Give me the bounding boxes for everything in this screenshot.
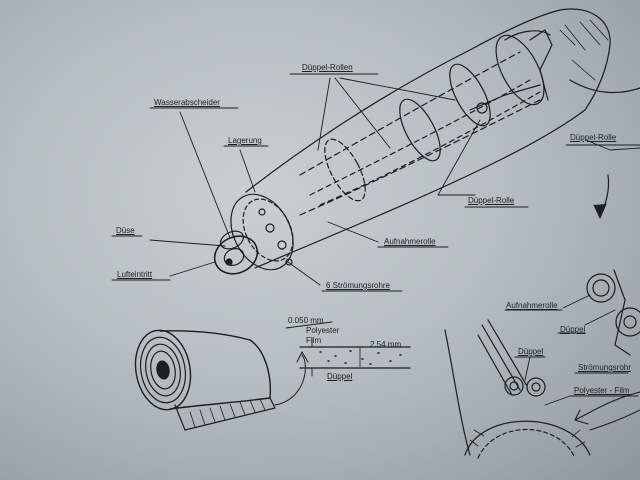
label-stromungsrohre: 6 Strömungsrohre xyxy=(326,281,391,290)
roll-end-2 xyxy=(145,343,181,397)
label-aufnahmerolle: Aufnahmerolle xyxy=(384,237,436,246)
internal-roller-arm xyxy=(469,84,541,111)
film-roll xyxy=(134,329,309,431)
guide-blade-2 xyxy=(487,319,528,387)
flow-tube-2 xyxy=(277,240,287,250)
leader-duppel-rollen-2 xyxy=(334,77,391,149)
body-mid-bottom xyxy=(299,99,541,216)
film-strip-outline xyxy=(174,397,276,431)
big-arrow-head xyxy=(593,203,607,219)
label-duppel-section: Düppel xyxy=(327,372,353,381)
rear-flow-arrow xyxy=(569,79,640,94)
roll-far-end xyxy=(249,339,272,399)
outlet-hatch xyxy=(469,429,586,448)
flow-tube-4 xyxy=(258,208,266,216)
dispenser-body xyxy=(213,8,640,275)
roll-end-1 xyxy=(139,336,187,404)
front-ring xyxy=(230,193,294,271)
body-top-outline xyxy=(245,9,561,193)
roll-top-edge xyxy=(159,330,251,341)
label-polyester-film: Polyester Film xyxy=(306,326,340,345)
film-strip-hatch xyxy=(189,398,266,428)
leader-duppel-rollen-1 xyxy=(317,77,331,151)
label-lufteintritt: Lufteintritt xyxy=(117,270,153,279)
roll-end-3 xyxy=(150,350,176,390)
leader-wasserabscheider xyxy=(179,111,231,239)
outlet-arc-inner xyxy=(477,429,576,459)
airflow-arrow-2 xyxy=(589,409,640,431)
arrow-curve xyxy=(274,354,306,406)
pinch-roller-left-in xyxy=(509,381,519,391)
outlet-arc xyxy=(464,420,591,456)
underline-thickness xyxy=(285,321,333,329)
pinch-roller-right xyxy=(526,377,546,397)
label-lagerung: Lagerung xyxy=(228,136,262,145)
roll-section-2 xyxy=(399,98,441,162)
leader-lagerung xyxy=(239,149,256,193)
leader-duppel-rollen-3 xyxy=(339,77,456,101)
duppel-rolle-right-leader xyxy=(585,139,640,151)
guide-blade-3 xyxy=(477,334,513,396)
front-ring-inner xyxy=(242,198,294,262)
leader-lufteintritt xyxy=(169,261,216,277)
section-dots xyxy=(319,350,402,365)
arrow-head xyxy=(296,351,309,363)
rear-mechanism xyxy=(529,29,553,101)
roll-section-1 xyxy=(324,138,366,202)
rear-drum-top xyxy=(504,30,551,41)
guide-blade-1 xyxy=(481,324,521,391)
label-polyester-film-right: Polyester - Film xyxy=(574,386,630,395)
right-roll-inner xyxy=(592,279,610,297)
label-duppel-rolle-right: Düppel-Rolle xyxy=(570,133,617,142)
label-duppel-rollen: Düppel-Rollen xyxy=(302,63,353,72)
far-right-roll-inner xyxy=(623,315,637,329)
airflow-arrow xyxy=(574,391,640,425)
label-width: 2.54 mm xyxy=(370,340,402,349)
label-thickness: 0.050 mm xyxy=(288,316,324,325)
roll-bottom-edge xyxy=(169,397,271,410)
label-duppel-right: Düppel xyxy=(560,325,586,334)
right-detail xyxy=(444,139,640,459)
roll-section-3 xyxy=(449,63,491,127)
water-separator xyxy=(220,230,244,250)
label-wasserabscheider: Wasserabscheider xyxy=(154,98,220,107)
rear-hatching xyxy=(559,19,609,81)
leader-stromungsrohre xyxy=(287,261,321,286)
far-right-roll xyxy=(615,307,640,337)
rear-drum xyxy=(495,34,545,106)
body-bottom-outline xyxy=(254,109,586,269)
label-duse: Düse xyxy=(116,226,135,235)
label-duppel-bottom: Düppel xyxy=(518,347,544,356)
film-cross-section xyxy=(285,321,411,377)
rear-roller xyxy=(476,102,488,114)
label-duppel-rolle-center: Düppel-Rolle xyxy=(468,196,515,205)
leader-duse xyxy=(149,239,226,247)
body-nose-cap xyxy=(559,8,611,111)
duppel-bottom-leader xyxy=(524,356,531,381)
far-right-casing xyxy=(613,269,631,356)
mech-side-arc xyxy=(444,329,471,456)
label-stromungsrohr: Strömungsrohr xyxy=(578,363,631,372)
label-aufnahmerolle-right: Aufnahmerolle xyxy=(506,301,558,310)
right-roll-leader xyxy=(562,294,591,309)
right-roll-outer xyxy=(586,273,616,303)
flow-tube-1 xyxy=(265,223,275,233)
leader-duppel-rolle xyxy=(437,119,481,196)
nozzle-inner xyxy=(223,248,245,266)
pinch-roller-right-in xyxy=(531,382,541,392)
leader-aufnahmerolle xyxy=(327,221,379,243)
nozzle-hole xyxy=(225,258,233,266)
flow-tube-3 xyxy=(285,258,293,266)
leader-lines xyxy=(111,73,529,292)
inner-rail-1 xyxy=(309,79,531,196)
pinch-roller-left xyxy=(504,376,524,396)
roll-core xyxy=(156,360,170,380)
polyester-right-leader xyxy=(544,395,571,406)
inner-rail-2 xyxy=(319,91,541,206)
right-duppel-leader xyxy=(584,309,616,326)
nozzle-face xyxy=(213,235,259,275)
